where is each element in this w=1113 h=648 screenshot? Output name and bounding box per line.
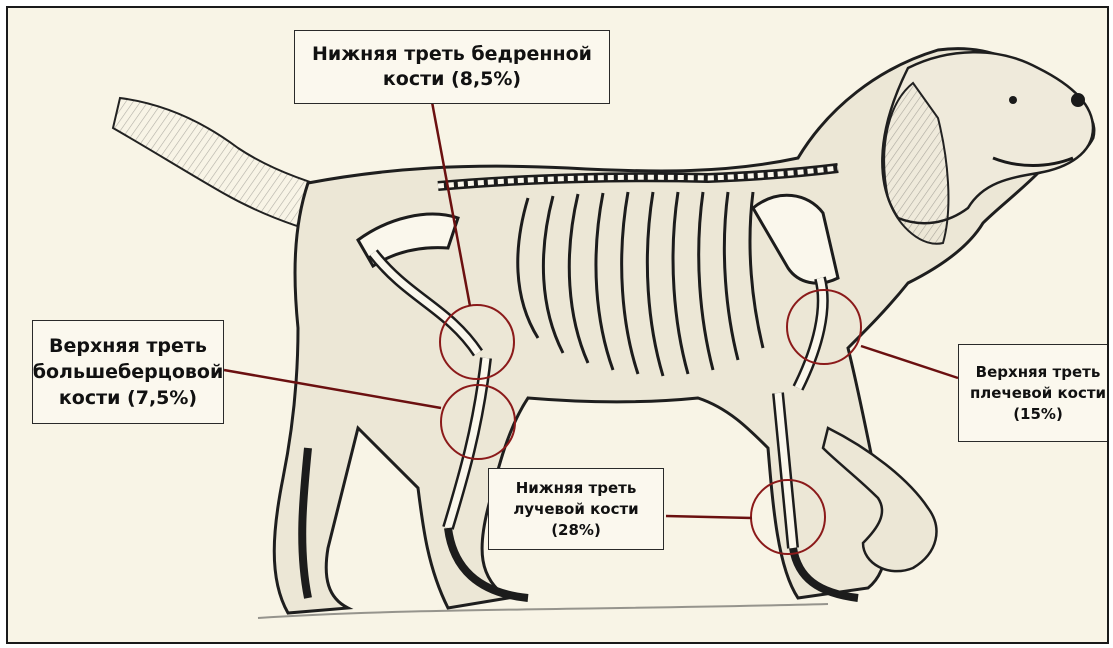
label-radius-line2: лучевой кости	[513, 499, 638, 520]
label-femur-line1: Нижняя треть бедренной	[312, 42, 592, 67]
label-tibia: Верхняя треть большеберцовой кости (7,5%…	[32, 320, 224, 424]
label-humerus: Верхняя треть плечевой кости (15%)	[958, 344, 1109, 442]
label-humerus-line1: Верхняя треть	[976, 362, 1101, 383]
leader-line-radius	[666, 516, 752, 518]
label-femur: Нижняя треть бедренной кости (8,5%)	[294, 30, 610, 104]
label-radius: Нижняя треть лучевой кости (28%)	[488, 468, 664, 550]
leader-line-humerus	[861, 346, 958, 378]
label-tibia-line2: большеберцовой	[33, 359, 224, 385]
label-radius-line1: Нижняя треть	[516, 478, 637, 499]
label-femur-line2: кости (8,5%)	[383, 67, 521, 92]
diagram-frame: Нижняя треть бедренной кости (8,5%) Верх…	[6, 6, 1109, 644]
label-tibia-line1: Верхняя треть	[49, 333, 207, 359]
label-radius-line3: (28%)	[551, 520, 601, 541]
label-humerus-line2: плечевой кости	[970, 383, 1106, 404]
label-tibia-line3: кости (7,5%)	[59, 385, 197, 411]
label-humerus-line3: (15%)	[1013, 404, 1063, 425]
